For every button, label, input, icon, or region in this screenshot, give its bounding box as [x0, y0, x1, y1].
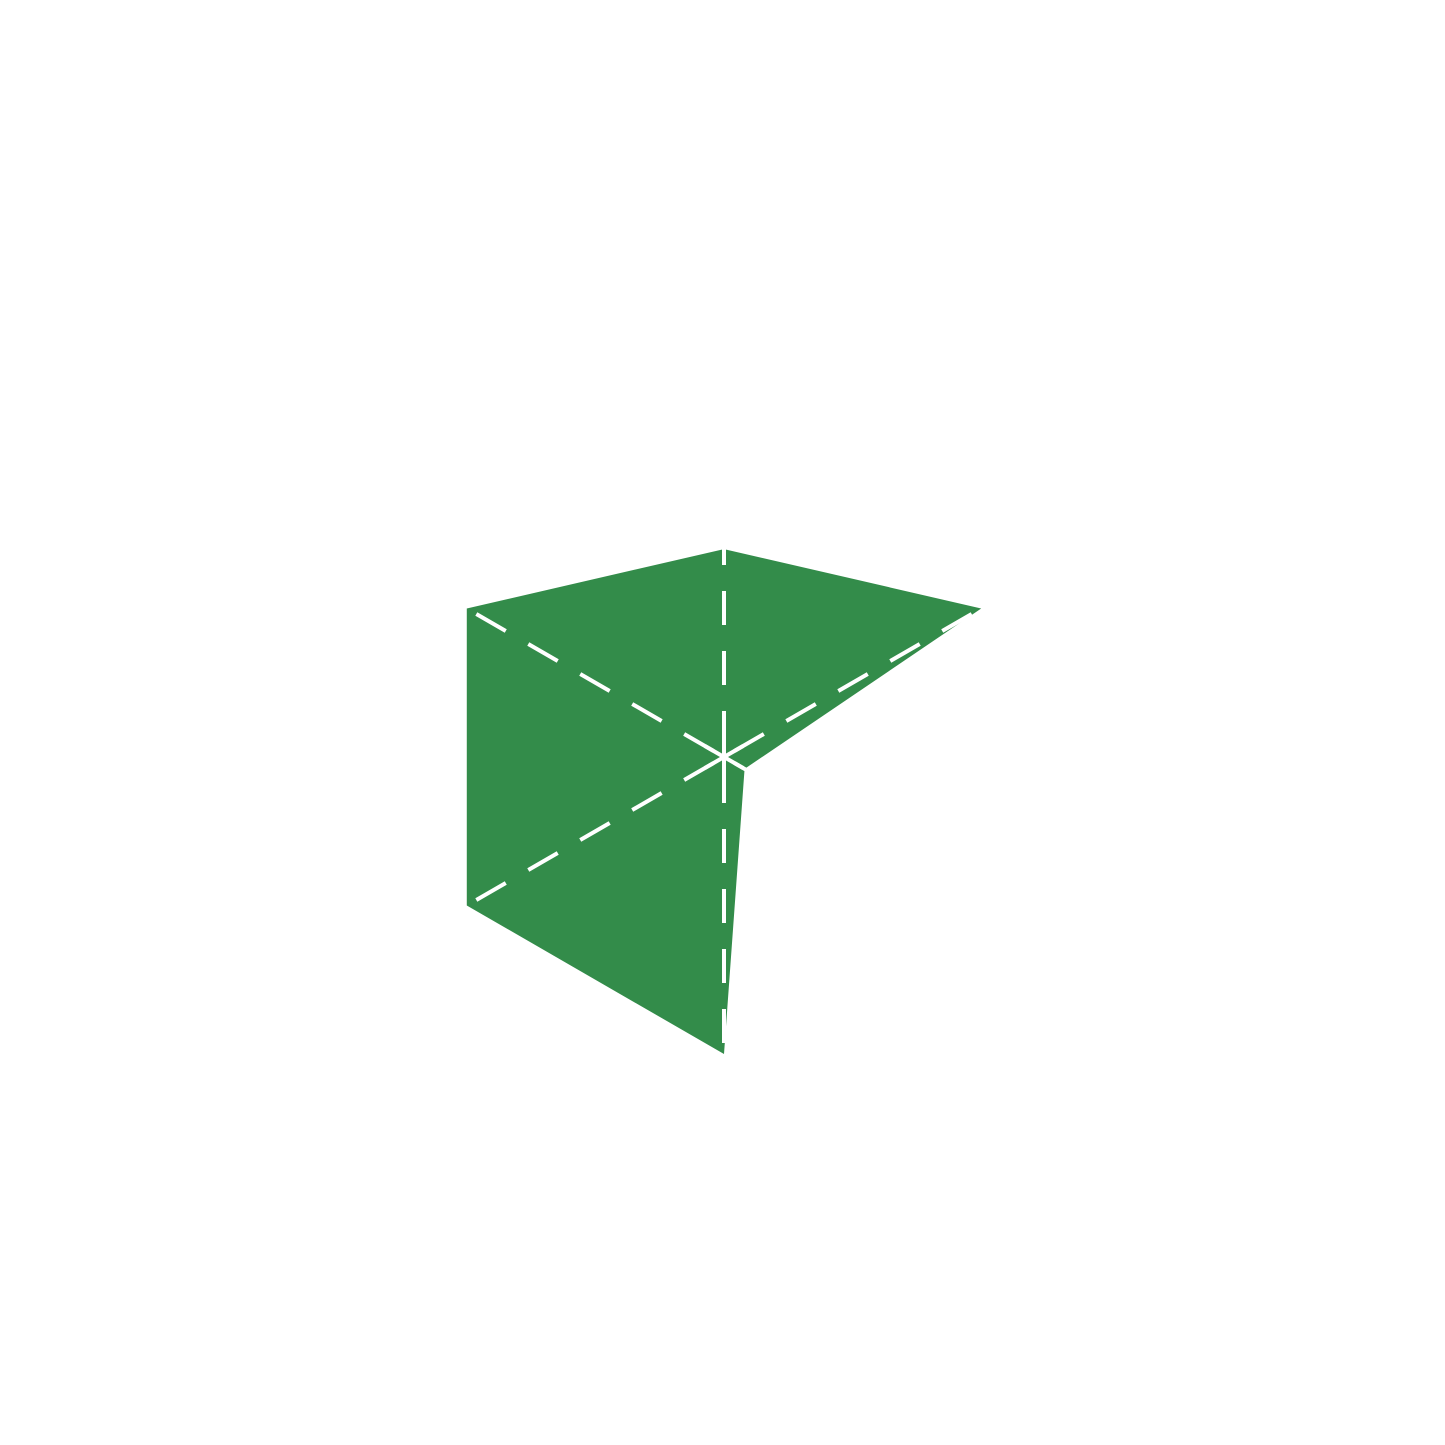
radar-axis-line	[465, 606, 726, 759]
radar-center-mark	[722, 744, 745, 759]
radar-axis-line	[722, 606, 983, 759]
radar-axis-line	[722, 755, 983, 908]
radar-center-mark	[722, 755, 745, 770]
radar-axis-line	[465, 755, 726, 908]
radar-center-mark	[703, 744, 726, 759]
radar-center-mark	[703, 755, 726, 770]
